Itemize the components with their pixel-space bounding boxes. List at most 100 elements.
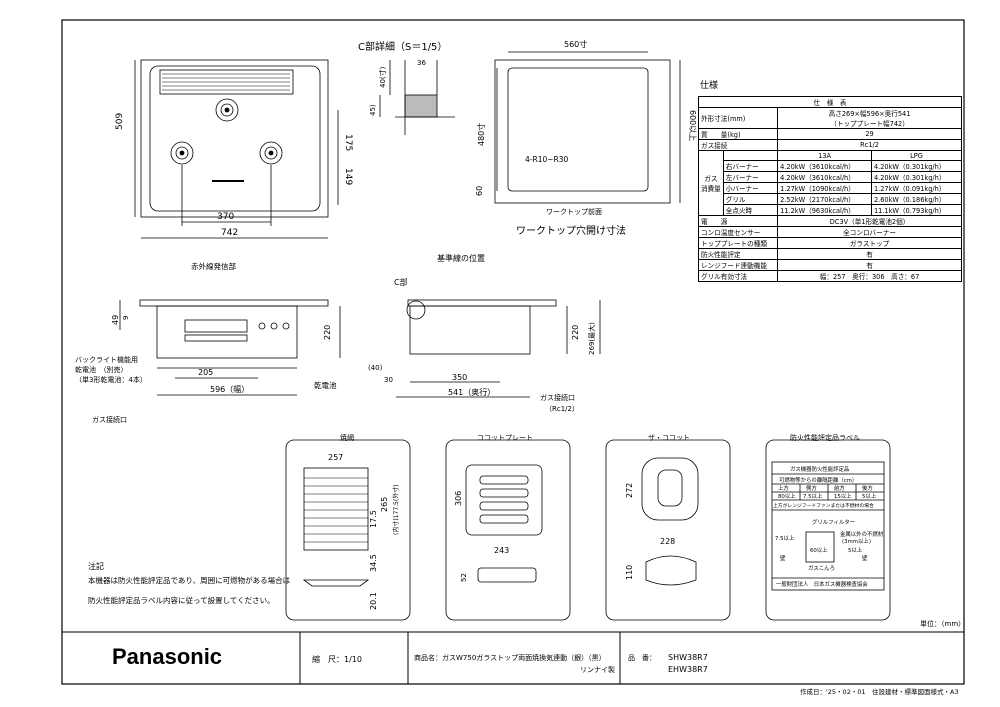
detail-c-title: C部詳細（S＝1/5） xyxy=(358,40,447,53)
spec-header: 仕 様 表 xyxy=(698,96,962,108)
cocotte-plate-drawing xyxy=(465,464,543,536)
spec-header-3: 表 xyxy=(839,99,847,107)
note-title: 注記 xyxy=(88,561,104,571)
side-gas-inlet-size: （Rc1/2） xyxy=(545,405,579,413)
cutout-view xyxy=(494,51,681,204)
spec-label-size: 外形寸法(mm) xyxy=(697,107,779,129)
panasonic-logo: Panasonic xyxy=(112,644,223,669)
cutout-front-label: ワークトップ前面 xyxy=(546,207,602,216)
fire-label-text: ガス機器防火性能評定品 可燃物等からの離隔距離（cm） 上方 側方 前方 後方 … xyxy=(773,465,884,588)
cocotte-dim-110: 110 xyxy=(625,565,634,580)
side-dim-40: (40) xyxy=(368,364,383,372)
cutout-radius: 4-R10~R30 xyxy=(525,155,568,164)
dim-175: 175 xyxy=(343,134,353,151)
spec-gas-label-1: ガス xyxy=(704,175,718,184)
model-1: SHW38R7 xyxy=(668,653,708,662)
maker-name: リンナイ製 xyxy=(580,665,615,674)
grill-door xyxy=(184,319,248,333)
spec-gas-row-lpg: 2.60kW（0.186kg/h） xyxy=(870,193,963,206)
spec-header-2: 様 xyxy=(826,99,834,107)
fire-label-grill-filter: グリルフィルター xyxy=(812,518,855,526)
spec-size-sub: （トッププレート幅742） xyxy=(830,120,909,128)
front-body xyxy=(156,305,298,359)
fire-label-nonflammable: 金属以外の不燃材 xyxy=(840,530,884,538)
detail-c-marker xyxy=(406,300,426,320)
panel-the-cocotte xyxy=(605,439,731,621)
note-line-1: 本機器は防火性能評定品であり、周囲に可燃物がある場合は xyxy=(88,575,291,585)
grill-dim-265: 265 xyxy=(380,497,389,512)
spec-value-sensor: 全コンロバーナー xyxy=(777,226,962,239)
spec-gas-consumption-label: ガス消費量 xyxy=(698,149,724,217)
grill-net-drawing xyxy=(303,467,369,551)
scale-text: 縮 尺：1/10 xyxy=(312,654,362,664)
cocotte-plate-dim-306: 306 xyxy=(454,491,463,506)
spec-value-gas: Rc1/2 xyxy=(777,139,962,151)
side-dim-220: 220 xyxy=(571,325,580,340)
reference-line-label: 基準線の位置 xyxy=(437,253,485,263)
spec-label-sensor: コンロ温度センサー xyxy=(697,226,779,239)
cocotte-plate-side xyxy=(477,567,537,583)
spec-gas-row-13a: 2.52kW（2170kcal/h） xyxy=(777,193,872,206)
fire-label-60: 60以上 xyxy=(810,546,828,554)
cutout-hole xyxy=(507,67,649,192)
front-dim-220: 220 xyxy=(323,325,332,340)
fire-label-val-15: 15以上 xyxy=(834,492,852,500)
panel-cocotte-plate xyxy=(445,439,571,621)
worktop-outline xyxy=(494,59,671,204)
fire-label-hood-note: 上方がレンジフードファンまたは不燃材の場合 xyxy=(773,502,874,509)
spec-gas-row-13a: 4.20kW（3610kcal/h） xyxy=(777,160,872,173)
front-dim-205: 205 xyxy=(198,368,213,377)
front-dim-596: 596（幅） xyxy=(210,384,249,394)
spec-gas-row-13a: 4.20kW（3610kcal/h） xyxy=(777,171,872,184)
cocotte-plate-dim-52: 52 xyxy=(460,573,468,582)
backlight-label-1: バックライト機能用 xyxy=(75,355,138,364)
fire-label-org: 一般財団法人 日本ガス機器検査協会 xyxy=(776,580,868,588)
burner-right xyxy=(259,141,283,165)
fire-label-back-5: 5以上 xyxy=(848,546,863,554)
backlight-label-3: （単3形乾電池：4本） xyxy=(75,375,147,384)
dim-depth-509: 509 xyxy=(115,113,125,130)
cutout-title: ワークトップ穴開け寸法 xyxy=(516,224,626,237)
spec-label-power: 電 源 xyxy=(697,215,779,228)
fire-label-val-5: 5以上 xyxy=(862,492,877,500)
side-top-plate xyxy=(407,299,557,307)
glass-top xyxy=(149,65,321,212)
side-dim-269: 269(最大) xyxy=(587,322,596,355)
spec-value-fire: 有 xyxy=(777,248,962,261)
grill-dim-257: 257 xyxy=(328,453,343,462)
front-battery: 乾電池 xyxy=(314,380,337,390)
side-gas-inlet: ガス接続口 xyxy=(540,393,575,402)
spec-label-mass: 質 量(kg) xyxy=(697,128,779,140)
grill-dim-20-1: 20.1 xyxy=(369,592,378,610)
spec-gas-13a: 13A xyxy=(777,149,872,162)
spec-gas-row-lpg: 4.20kW（0.301kg/h） xyxy=(870,160,963,173)
dim-149: 149 xyxy=(343,168,353,185)
burner-back xyxy=(215,98,239,122)
fire-label-hood xyxy=(805,531,835,563)
top-view xyxy=(134,59,339,239)
detail-c-dim-36: 36 xyxy=(417,59,426,67)
front-dim-49: 49 xyxy=(111,315,120,325)
detail-c-dim-40: 40(寸) xyxy=(378,66,387,88)
panel-fire-label xyxy=(765,439,891,621)
side-body xyxy=(409,305,531,355)
grill-dim-34-5: 34.5 xyxy=(369,554,378,572)
spec-gas-label-2: 消費量 xyxy=(701,185,721,194)
sheet-border xyxy=(61,19,965,685)
infrared-label: 赤外線発信部 xyxy=(191,261,236,271)
front-gas-inlet: ガス接続口 xyxy=(92,415,127,424)
grill-net-side xyxy=(302,579,370,587)
front-view xyxy=(119,299,341,396)
side-dim-350: 350 xyxy=(452,373,467,382)
fire-label-side-7-5: 7.5以上 xyxy=(775,534,795,542)
cocotte-dim-228: 228 xyxy=(660,537,675,546)
fire-label-side: 側方 xyxy=(806,484,817,492)
spec-gas-row-label: 全点火時 xyxy=(722,204,779,217)
cutout-dim-480: 480寸 xyxy=(476,123,486,146)
cocotte-dim-272: 272 xyxy=(625,483,634,498)
spec-value-size: 高さ269×幅596×奥行541（トッププレート幅742） xyxy=(777,107,962,129)
grill-dim-17-5: 17.5 xyxy=(369,510,378,528)
panel-fire-label-title: 防火性能評定品ラベル xyxy=(790,433,860,442)
detail-c-hatch xyxy=(404,94,438,118)
